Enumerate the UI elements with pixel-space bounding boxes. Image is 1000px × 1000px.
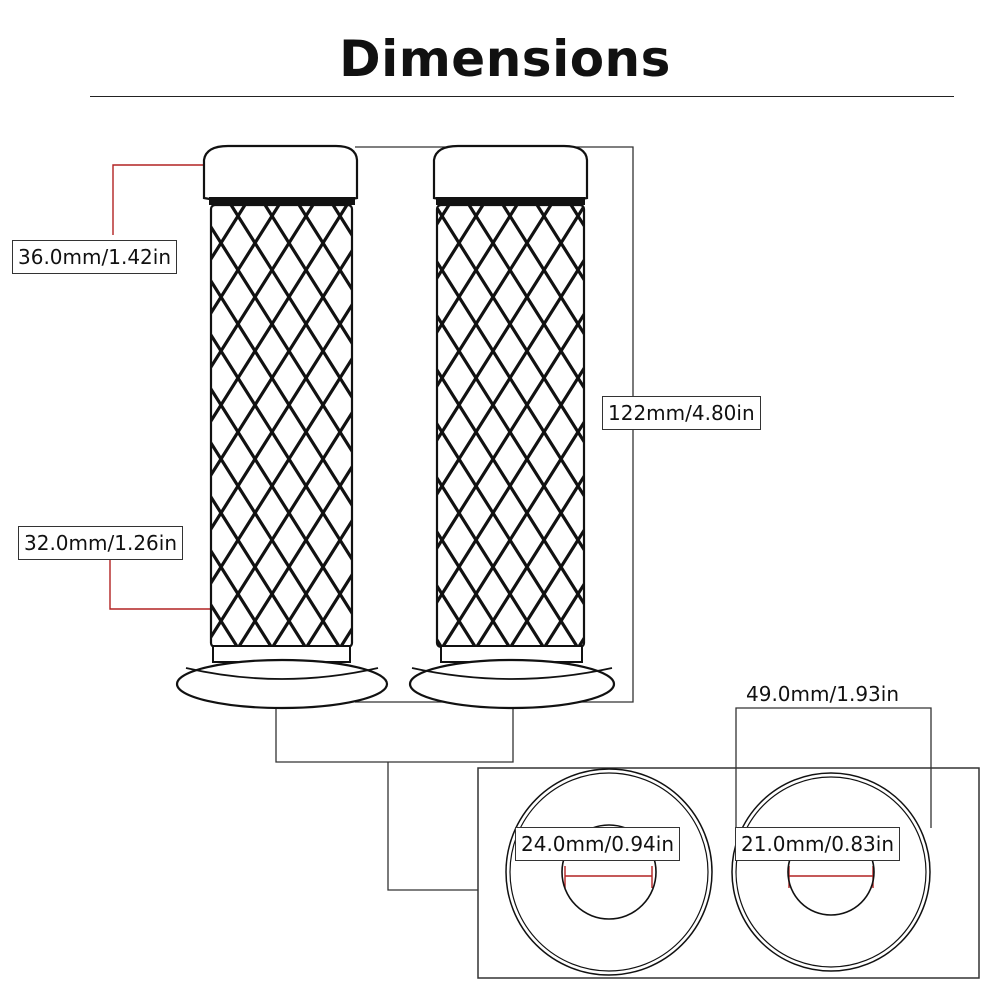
title-divider [90, 96, 954, 97]
page-title: Dimensions [339, 30, 671, 88]
flange-diameter-label: 49.0mm/1.93in [746, 682, 899, 706]
top-diameter-label: 36.0mm/1.42in [12, 240, 177, 274]
left-end-view [505, 768, 713, 976]
length-label: 122mm/4.80in [602, 396, 761, 430]
left-grip [175, 144, 389, 710]
inner-diameter-right-label: 21.0mm/0.83in [735, 827, 900, 861]
callout-lines [275, 146, 932, 891]
right-end-view [731, 772, 931, 972]
right-grip [408, 144, 616, 710]
bottom-diameter-label: 32.0mm/1.26in [18, 526, 183, 560]
end-view-box [477, 767, 980, 979]
inner-diameter-left-label: 24.0mm/0.94in [515, 827, 680, 861]
